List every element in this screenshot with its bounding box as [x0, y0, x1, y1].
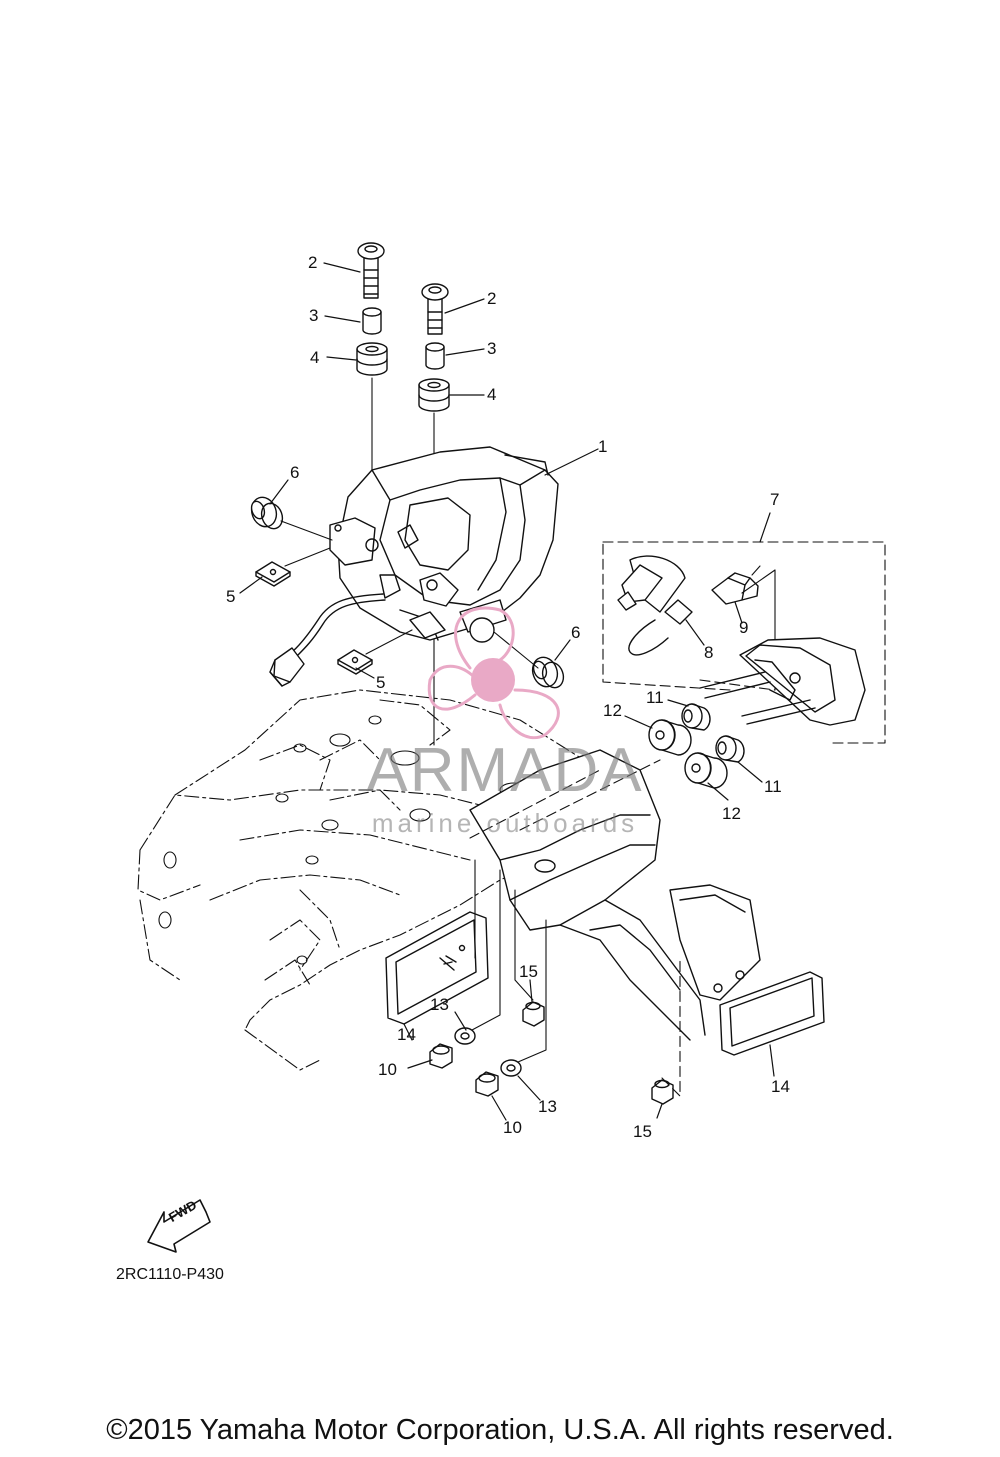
- callout-5-upper: 5: [226, 587, 236, 606]
- callout-4-left: 4: [310, 348, 320, 367]
- callout-7: 7: [770, 490, 780, 509]
- callout-3-right: 3: [487, 339, 497, 358]
- callout-9: 9: [739, 618, 749, 637]
- fwd-arrow-icon: [147, 1199, 211, 1253]
- callout-13-left: 13: [430, 995, 449, 1014]
- clip-nut-lower: [337, 649, 373, 675]
- callout-12-lower: 12: [722, 804, 741, 823]
- collar-left: [362, 307, 382, 335]
- nut-left: [429, 1043, 453, 1069]
- callout-5-lower: 5: [376, 673, 386, 692]
- callout-14-right: 14: [771, 1077, 790, 1096]
- license-bracket: [469, 749, 761, 1041]
- grommet-left: [250, 496, 284, 530]
- callout-6-left: 6: [290, 463, 300, 482]
- collar-right: [425, 342, 445, 370]
- callout-13-center: 13: [538, 1097, 557, 1116]
- bolt-right: [421, 283, 449, 335]
- grommet-lower: [684, 752, 728, 789]
- bulb-kit-box: [602, 541, 886, 744]
- callout-1: 1: [598, 437, 608, 456]
- callout-2-right: 2: [487, 289, 497, 308]
- grommet-right: [531, 656, 565, 689]
- callout-6-right: 6: [571, 623, 581, 642]
- damper-right: [418, 378, 450, 412]
- callout-10-left: 10: [378, 1060, 397, 1079]
- bulb-socket: [617, 555, 693, 656]
- copyright-notice: ©2015 Yamaha Motor Corporation, U.S.A. A…: [106, 1414, 894, 1446]
- clip-nut-upper: [255, 561, 291, 587]
- spacer-upper: [681, 703, 711, 731]
- washer-left: [454, 1027, 476, 1045]
- diagram-code: 2RC1110-P430: [116, 1266, 224, 1283]
- callout-3-left: 3: [309, 306, 319, 325]
- license-light-housing: [739, 637, 866, 726]
- taillight-housing: [329, 446, 559, 643]
- bulb: [711, 572, 759, 605]
- callout-2-left: 2: [308, 253, 318, 272]
- flange-nut-right: [651, 1079, 674, 1105]
- wire-harness: [269, 593, 386, 687]
- callout-14-left: 14: [397, 1025, 416, 1044]
- spacer-lower: [715, 735, 745, 763]
- reflector-right: [719, 971, 825, 1056]
- watermark-propeller-icon: [427, 606, 560, 740]
- bolt-left: [357, 242, 385, 299]
- callout-8: 8: [704, 643, 714, 662]
- callout-12-upper: 12: [603, 701, 622, 720]
- callout-11-upper: 11: [646, 688, 664, 707]
- callout-15-center: 15: [519, 962, 538, 981]
- reflector-left: [385, 911, 489, 1025]
- callout-10-center: 10: [503, 1118, 522, 1137]
- callout-4-right: 4: [487, 385, 497, 404]
- callout-11-lower: 11: [764, 777, 782, 796]
- grommet-upper: [648, 719, 692, 756]
- callout-15-right: 15: [633, 1122, 652, 1141]
- nut-center: [475, 1071, 499, 1097]
- flange-nut-center: [522, 1001, 545, 1027]
- license-light-bolts: [699, 671, 816, 725]
- washer-center: [500, 1059, 522, 1077]
- damper-left: [356, 342, 388, 376]
- leader-lines: [239, 262, 775, 1121]
